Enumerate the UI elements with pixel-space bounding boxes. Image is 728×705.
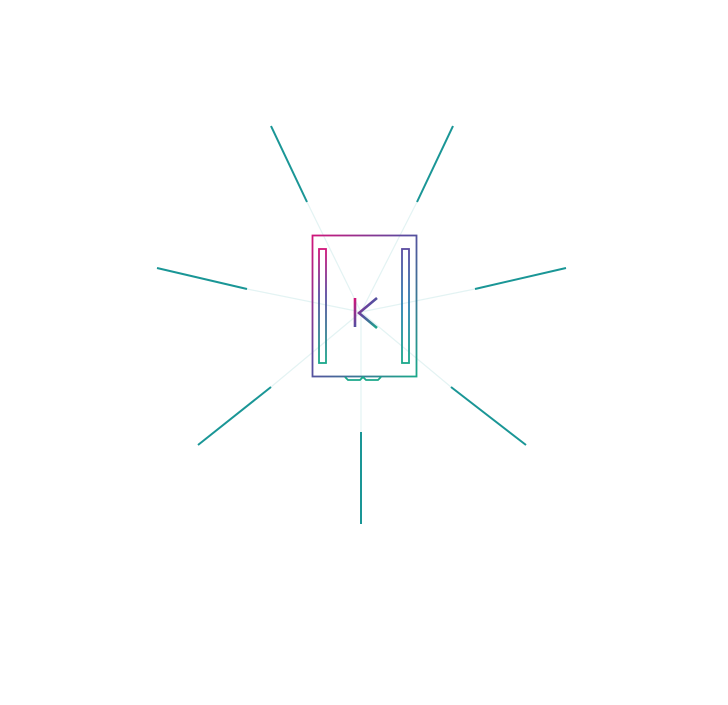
ray-top-right [416,125,454,203]
ray-right [474,267,567,290]
ray-bottom-right [450,386,527,446]
logo-letter-k [353,297,378,329]
book-icon [311,234,418,381]
faint-rays [246,201,476,432]
rays [156,125,567,524]
ray-bottom-left [197,386,272,446]
ray-left [156,267,248,290]
ray-top-left [270,125,308,203]
